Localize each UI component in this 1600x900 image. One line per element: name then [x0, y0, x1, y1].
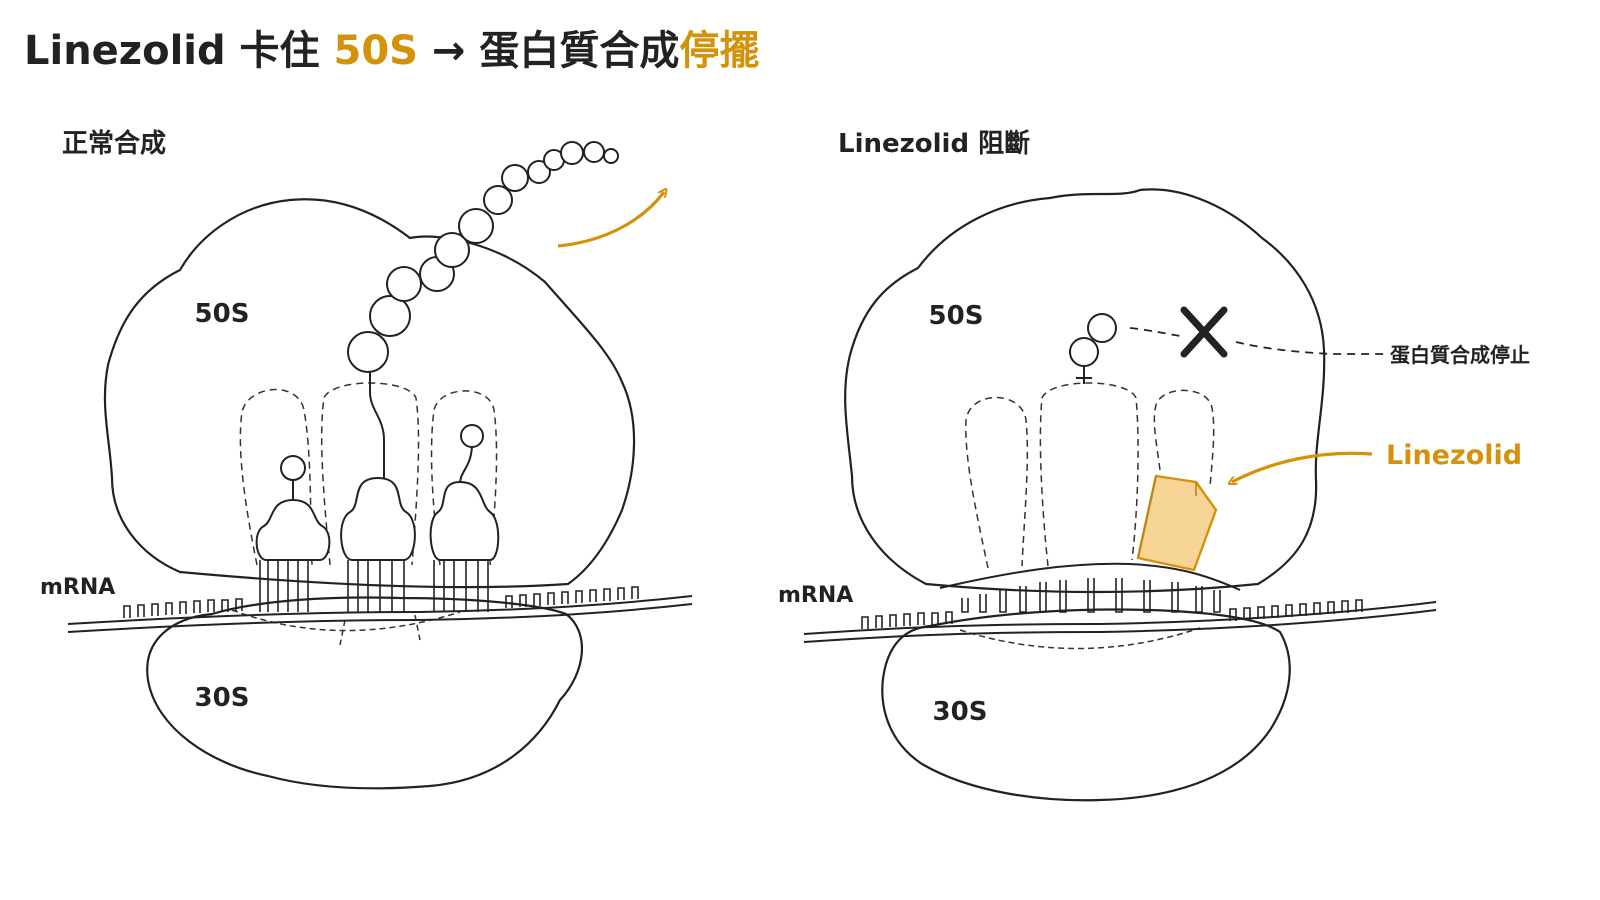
right-50s-subunit: [844, 188, 1326, 594]
right-ribosome-floor: [939, 562, 1241, 591]
title-part1: Linezolid 卡住: [24, 28, 334, 74]
left-trna-e: [255, 455, 331, 561]
left-mrna-strand: [67, 603, 693, 633]
left-polypeptide-chain: [347, 141, 619, 373]
left-30s-subunit: [146, 596, 584, 790]
linezolid-arrow: [1232, 451, 1373, 482]
left-mrna-bases: [123, 586, 639, 618]
right-inner-boundary: [959, 627, 1201, 650]
right-50s-label: 50S: [929, 301, 984, 331]
stop-label: 蛋白質合成停止: [1390, 343, 1530, 367]
title-highlight: 50S: [333, 28, 418, 74]
left-panel-heading: 正常合成: [62, 128, 166, 159]
right-p-site: [1039, 382, 1139, 567]
right-stalled-peptide: [1069, 313, 1117, 384]
page-title: Linezolid 卡住 50S → 蛋白質合成停擺: [24, 18, 759, 76]
right-mrna-bases: [861, 599, 1363, 629]
left-30s-label: 30S: [195, 683, 250, 713]
right-30s-label: 30S: [933, 697, 988, 727]
left-codon-pins: [259, 560, 489, 612]
linezolid-label: Linezolid: [1386, 440, 1522, 471]
right-ribosome-bases: [961, 578, 1221, 613]
left-mrna-strand: [67, 595, 693, 625]
right-e-site: [965, 396, 1029, 569]
right-panel-heading: Linezolid 阻斷: [838, 129, 1030, 159]
left-trna-p: [340, 370, 416, 561]
left-50s-label: 50S: [195, 299, 250, 329]
left-panel: 正常合成: [40, 128, 693, 790]
left-mrna-label: mRNA: [40, 575, 115, 600]
right-mrna-strand: [803, 609, 1437, 643]
right-blocked-path: [1129, 327, 1384, 355]
left-e-site: [239, 388, 313, 566]
right-a-site: [1153, 389, 1215, 489]
right-mrna-label: mRNA: [778, 583, 853, 608]
left-elongation-arrow: [557, 192, 664, 248]
right-panel: Linezolid 阻斷: [778, 129, 1530, 802]
left-inner-divider: [339, 619, 346, 646]
stop-x-icon: [1180, 306, 1228, 358]
linezolid-molecule: [1136, 474, 1218, 572]
left-a-site: [430, 390, 498, 566]
left-trna-a: [429, 424, 500, 561]
title-part2: → 蛋白質合成: [417, 28, 680, 74]
title-highlight-end: 停擺: [679, 28, 760, 74]
